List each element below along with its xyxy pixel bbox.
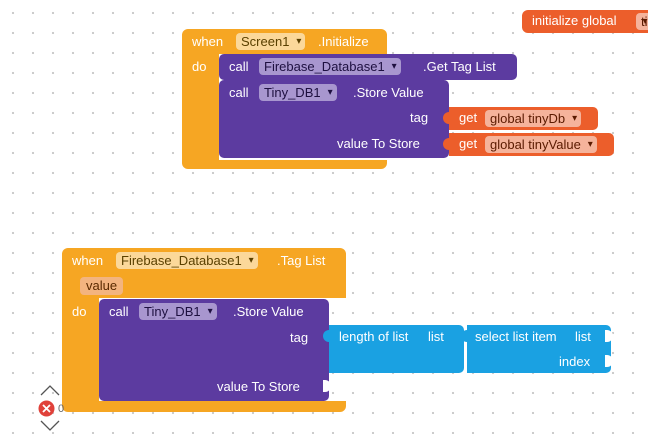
- index-socket-label: index: [559, 354, 591, 369]
- arrow-up-icon[interactable]: [39, 384, 61, 396]
- firebase-dropdown[interactable]: Firebase_Database1: [116, 252, 258, 269]
- tag-list-event[interactable]: when Firebase_Database1 .Tag List value …: [62, 248, 346, 412]
- when-label: when: [192, 34, 224, 49]
- get-label: get: [459, 136, 478, 151]
- tinydb-dropdown[interactable]: Tiny_DB1: [259, 84, 337, 101]
- event-name: .Initialize: [318, 34, 369, 49]
- list-socket-label: list: [575, 329, 591, 344]
- empty-list-socket[interactable]: [605, 330, 613, 342]
- length-of-list-block[interactable]: length of list list: [323, 325, 464, 373]
- store-value-call[interactable]: call Tiny_DB1 .Store Value tag value To …: [99, 299, 331, 401]
- get-tinydb-block[interactable]: get global tinyDb: [443, 107, 598, 130]
- empty-index-socket[interactable]: [605, 355, 613, 367]
- call-label: call: [229, 59, 249, 74]
- event-footer: [62, 401, 346, 412]
- method-label: .Get Tag List: [423, 59, 496, 74]
- event-name: .Tag List: [277, 253, 326, 268]
- event-side: [62, 298, 99, 401]
- tag-label: tag: [290, 330, 309, 345]
- do-label: do: [192, 59, 207, 74]
- call-label: call: [109, 304, 129, 319]
- get-tinyvalue-block[interactable]: get global tinyValue: [443, 133, 614, 156]
- call-label: call: [229, 85, 249, 100]
- initialize-global-block[interactable]: initialize global ti: [522, 10, 648, 33]
- tag-label: tag: [410, 110, 429, 125]
- length-of-list-label: length of list: [339, 329, 409, 344]
- select-list-item-block[interactable]: select list item list index: [461, 325, 613, 373]
- method-label: .Store Value: [233, 304, 304, 319]
- list-socket-label: list: [428, 329, 444, 344]
- do-label: do: [72, 304, 87, 319]
- value-to-store-label: value To Store: [217, 379, 300, 394]
- screen-dropdown[interactable]: Screen1: [236, 33, 306, 50]
- method-label: .Store Value: [353, 85, 424, 100]
- get-tag-list-call[interactable]: call Firebase_Database1 .Get Tag List: [219, 54, 517, 80]
- initialize-global-label: initialize global: [532, 13, 617, 28]
- arrow-down-icon[interactable]: [39, 420, 61, 432]
- error-count: 0: [58, 403, 65, 415]
- tinydb-dropdown[interactable]: Tiny_DB1: [139, 303, 217, 320]
- store-value-call[interactable]: call Tiny_DB1 .Store Value tag value To …: [219, 80, 449, 158]
- firebase-dropdown[interactable]: Firebase_Database1: [259, 58, 401, 75]
- error-icon[interactable]: [38, 400, 55, 417]
- empty-value-socket[interactable]: [323, 380, 331, 392]
- screen-initialize-event[interactable]: when Screen1 .Initialize do: [182, 29, 387, 169]
- select-list-item-label: select list item: [475, 329, 557, 344]
- variable-dropdown[interactable]: global tinyValue: [485, 136, 597, 153]
- variable-dropdown[interactable]: global tinyDb: [485, 110, 582, 127]
- global-name-field[interactable]: ti: [636, 13, 648, 30]
- get-label: get: [459, 110, 478, 125]
- value-parameter[interactable]: value: [80, 277, 124, 295]
- event-footer: [182, 160, 387, 169]
- event-side: [182, 54, 219, 160]
- when-label: when: [72, 253, 104, 268]
- warning-navigation: 0: [36, 382, 72, 434]
- value-to-store-label: value To Store: [337, 136, 420, 151]
